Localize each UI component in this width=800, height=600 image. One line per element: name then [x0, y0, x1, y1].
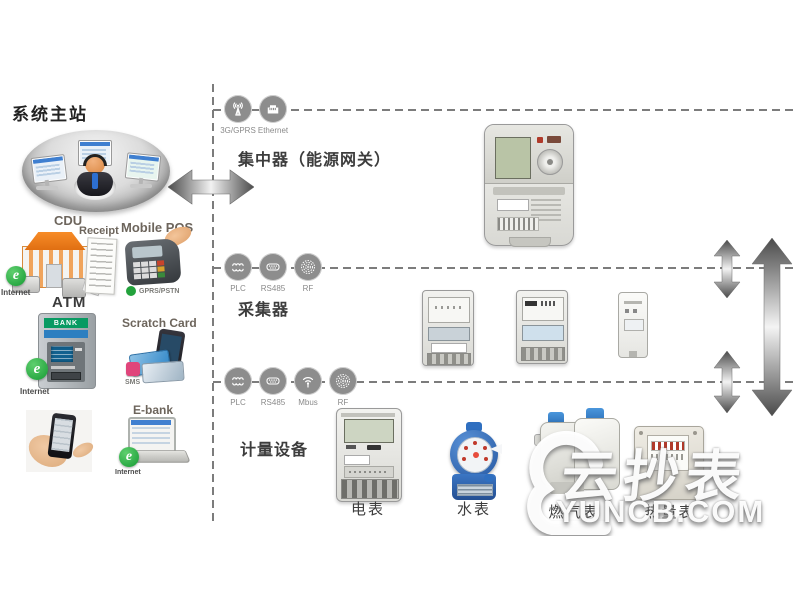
cdu-building-door [46, 264, 62, 288]
pos-terminal-body [124, 238, 182, 286]
cdu-label: CDU [54, 213, 83, 228]
atm-bank-sign: BANK [44, 318, 88, 328]
atm-label: ATM [52, 294, 87, 311]
collector-bus-dashed-line [213, 267, 795, 269]
vertical-divider-dashed-line [212, 84, 214, 522]
rs485-icon [259, 367, 287, 395]
rf-label: RF [337, 398, 349, 407]
sms-icon [126, 362, 140, 376]
operator-headset-icon [83, 154, 107, 166]
tier-title-collector: 采集器 [238, 302, 290, 319]
atm-cash-slot [51, 372, 81, 380]
metering-span-arrow-bottom [713, 351, 741, 413]
atm-internet-label: Internet [20, 387, 50, 396]
mbus-label: Mbus [298, 398, 318, 407]
rs485-label: RS485 [260, 398, 286, 407]
sms-label: SMS [125, 379, 141, 386]
master-station-illustration [22, 130, 170, 212]
atm-illustration: BANK [38, 313, 96, 389]
heat-meter-device [634, 426, 704, 500]
plc-label: PLC [230, 398, 246, 407]
plc-label: PLC [230, 284, 246, 293]
monitor-left [30, 154, 68, 184]
master-link-double-arrow [168, 169, 254, 205]
metering-icon-row: PLC RS485 Mbus RF [221, 367, 360, 407]
hand-right-finger [70, 439, 96, 461]
collector-icon-row: PLC RS485 RF [221, 253, 325, 293]
master-station-title: 系统主站 [12, 105, 88, 124]
receipt-label: Receipt [79, 225, 119, 237]
rf-icon [329, 367, 357, 395]
ebank-illustration [119, 417, 191, 467]
ethernet-icon [259, 95, 287, 123]
cdu-internet-label: Internet [1, 288, 31, 297]
metering-bus-dashed-line [213, 381, 795, 383]
laptop-screen [128, 417, 176, 453]
ebank-internet-label: Internet [115, 469, 141, 476]
collector-device-3 [618, 292, 648, 358]
collector1-lcd [428, 327, 470, 341]
gprs-signal-icon [126, 286, 136, 296]
electric-meter-nameplate [344, 466, 394, 478]
heat-meter-window [647, 435, 689, 471]
rs485-label: RS485 [260, 284, 286, 293]
collector2-lcd [522, 325, 564, 341]
internet-e-badge-cdu: e [6, 266, 26, 286]
plc-icon [224, 253, 252, 281]
electric-meter-lcd [344, 419, 394, 443]
gas-meter-device [534, 408, 620, 498]
3g-gprs-icon [224, 95, 252, 123]
mobile-app-illustration [24, 410, 96, 472]
tier-title-concentrator: 集中器（能源网关） [238, 152, 392, 169]
collector-device-2 [516, 290, 568, 364]
heat-meter-label: 热量表 [644, 504, 696, 521]
backhaul-icon-row: 3G/GPRS Ethernet [220, 95, 290, 135]
water-meter-device [446, 422, 502, 502]
gas-meter-body-right [574, 418, 620, 490]
scratch-card-label: Scratch Card [122, 316, 197, 330]
electric-meter-label: 电表 [350, 501, 385, 518]
ebank-label: E-bank [133, 403, 174, 417]
atm-fascia [47, 342, 85, 382]
collector-span-arrow-top [713, 240, 741, 298]
concentrator-barcode [497, 217, 539, 231]
water-meter-label: 水表 [456, 501, 491, 518]
scratch-card-back [141, 360, 185, 384]
electric-meter-terminals [341, 479, 399, 499]
rs485-icon [259, 253, 287, 281]
concentrator-indicator-led [537, 137, 543, 143]
internet-e-badge-ebank: e [119, 447, 139, 467]
rf-icon [294, 253, 322, 281]
pos-conn-label: GPRS/PSTN [139, 288, 180, 295]
3g-gprs-label: 3G/GPRS [220, 126, 256, 135]
mobile-pos-illustration [124, 222, 195, 286]
concentrator-lcd [495, 137, 531, 179]
operator-tie [92, 173, 98, 189]
atm-marquee [44, 330, 88, 338]
mbus-icon [294, 367, 322, 395]
backhaul-bus-dashed-line [213, 109, 795, 111]
receipt-paper [84, 237, 118, 295]
cdu-building-roof [24, 232, 86, 250]
collector1-terminal-panel [428, 297, 470, 323]
concentrator-nameplate [497, 199, 529, 211]
electric-meter-device [336, 408, 402, 502]
collector-device-1 [422, 290, 474, 366]
rf-label: RF [302, 284, 314, 293]
plc-icon [224, 367, 252, 395]
ethernet-label: Ethernet [257, 126, 289, 135]
concentrator-device [484, 124, 574, 247]
water-meter-pointer [490, 444, 502, 454]
full-span-double-arrow [751, 238, 793, 416]
atm-screen [51, 346, 73, 362]
concentrator-nav-pad [537, 149, 563, 175]
internet-e-badge-atm: e [26, 358, 48, 380]
water-meter-base [452, 474, 496, 500]
gas-meter-label: 燃气表 [548, 504, 600, 521]
tier-title-metering: 计量设备 [240, 442, 309, 459]
water-meter-dial-ring [450, 430, 502, 478]
